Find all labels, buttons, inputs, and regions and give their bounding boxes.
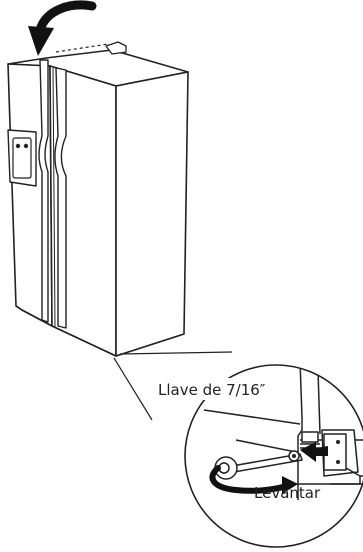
dispenser-button-icon — [16, 144, 20, 148]
lift-label: Levantar — [254, 484, 321, 502]
dispenser-recess — [13, 138, 31, 178]
refrigerator — [8, 42, 188, 356]
refrigerator-side-panel — [116, 72, 188, 356]
wrench-size-label: Llave de 7/16″ — [158, 381, 266, 399]
dispenser-button-icon — [24, 144, 28, 148]
